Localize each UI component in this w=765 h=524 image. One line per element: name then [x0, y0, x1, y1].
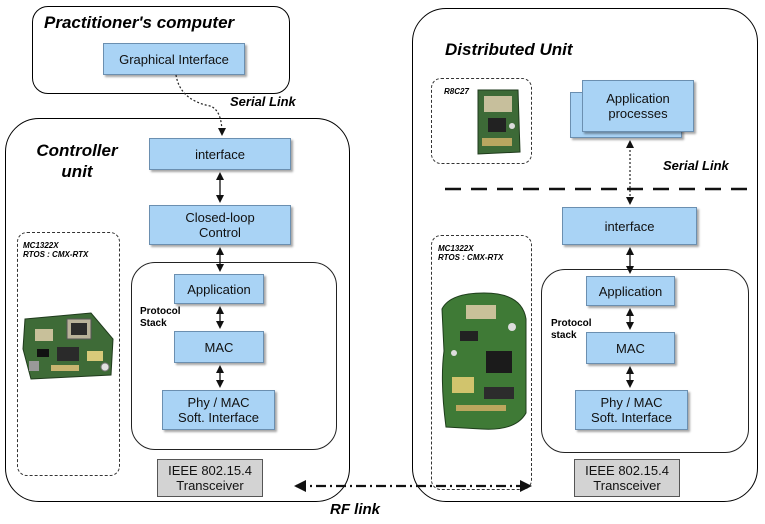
- distributed-chip-top-label: R8C27: [444, 87, 469, 96]
- distributed-top-board-image: [477, 89, 521, 155]
- distributed-board-image: [441, 292, 527, 430]
- controller-transceiver-box: IEEE 802.15.4 Transceiver: [157, 459, 263, 497]
- controller-interface-box: interface: [149, 138, 291, 170]
- app-processes-box: Application processes: [582, 80, 694, 132]
- controller-protocol-stack-label: Protocol Stack: [140, 306, 181, 329]
- distributed-chip-label: MC1322X RTOS : CMX-RTX: [438, 244, 504, 262]
- controller-mac-box: MAC: [174, 331, 264, 363]
- distributed-protocol-stack-label: Protocol stack: [551, 318, 592, 341]
- distributed-transceiver-box: IEEE 802.15.4 Transceiver: [574, 459, 680, 497]
- controller-title: Controller unit: [36, 141, 118, 181]
- distributed-application-box: Application: [586, 276, 675, 306]
- controller-application-box: Application: [174, 274, 264, 304]
- controller-chip-label: MC1322X RTOS : CMX-RTX: [23, 241, 89, 259]
- rf-link-label: RF link: [330, 501, 381, 518]
- serial-link-label-right: Serial Link: [663, 158, 729, 173]
- distributed-mac-box: MAC: [586, 332, 675, 364]
- controller-closed-loop-box: Closed-loop Control: [149, 205, 291, 245]
- controller-board-image: [22, 312, 114, 380]
- practitioner-title: Practitioner's computer: [44, 13, 235, 32]
- distributed-title: Distributed Unit: [445, 40, 573, 59]
- controller-phy-box: Phy / MAC Soft. Interface: [162, 390, 275, 430]
- distributed-interface-box: interface: [562, 207, 697, 245]
- graphical-interface-box: Graphical Interface: [103, 43, 245, 75]
- serial-link-label-left: Serial Link: [230, 94, 296, 109]
- distributed-phy-box: Phy / MAC Soft. Interface: [575, 390, 688, 430]
